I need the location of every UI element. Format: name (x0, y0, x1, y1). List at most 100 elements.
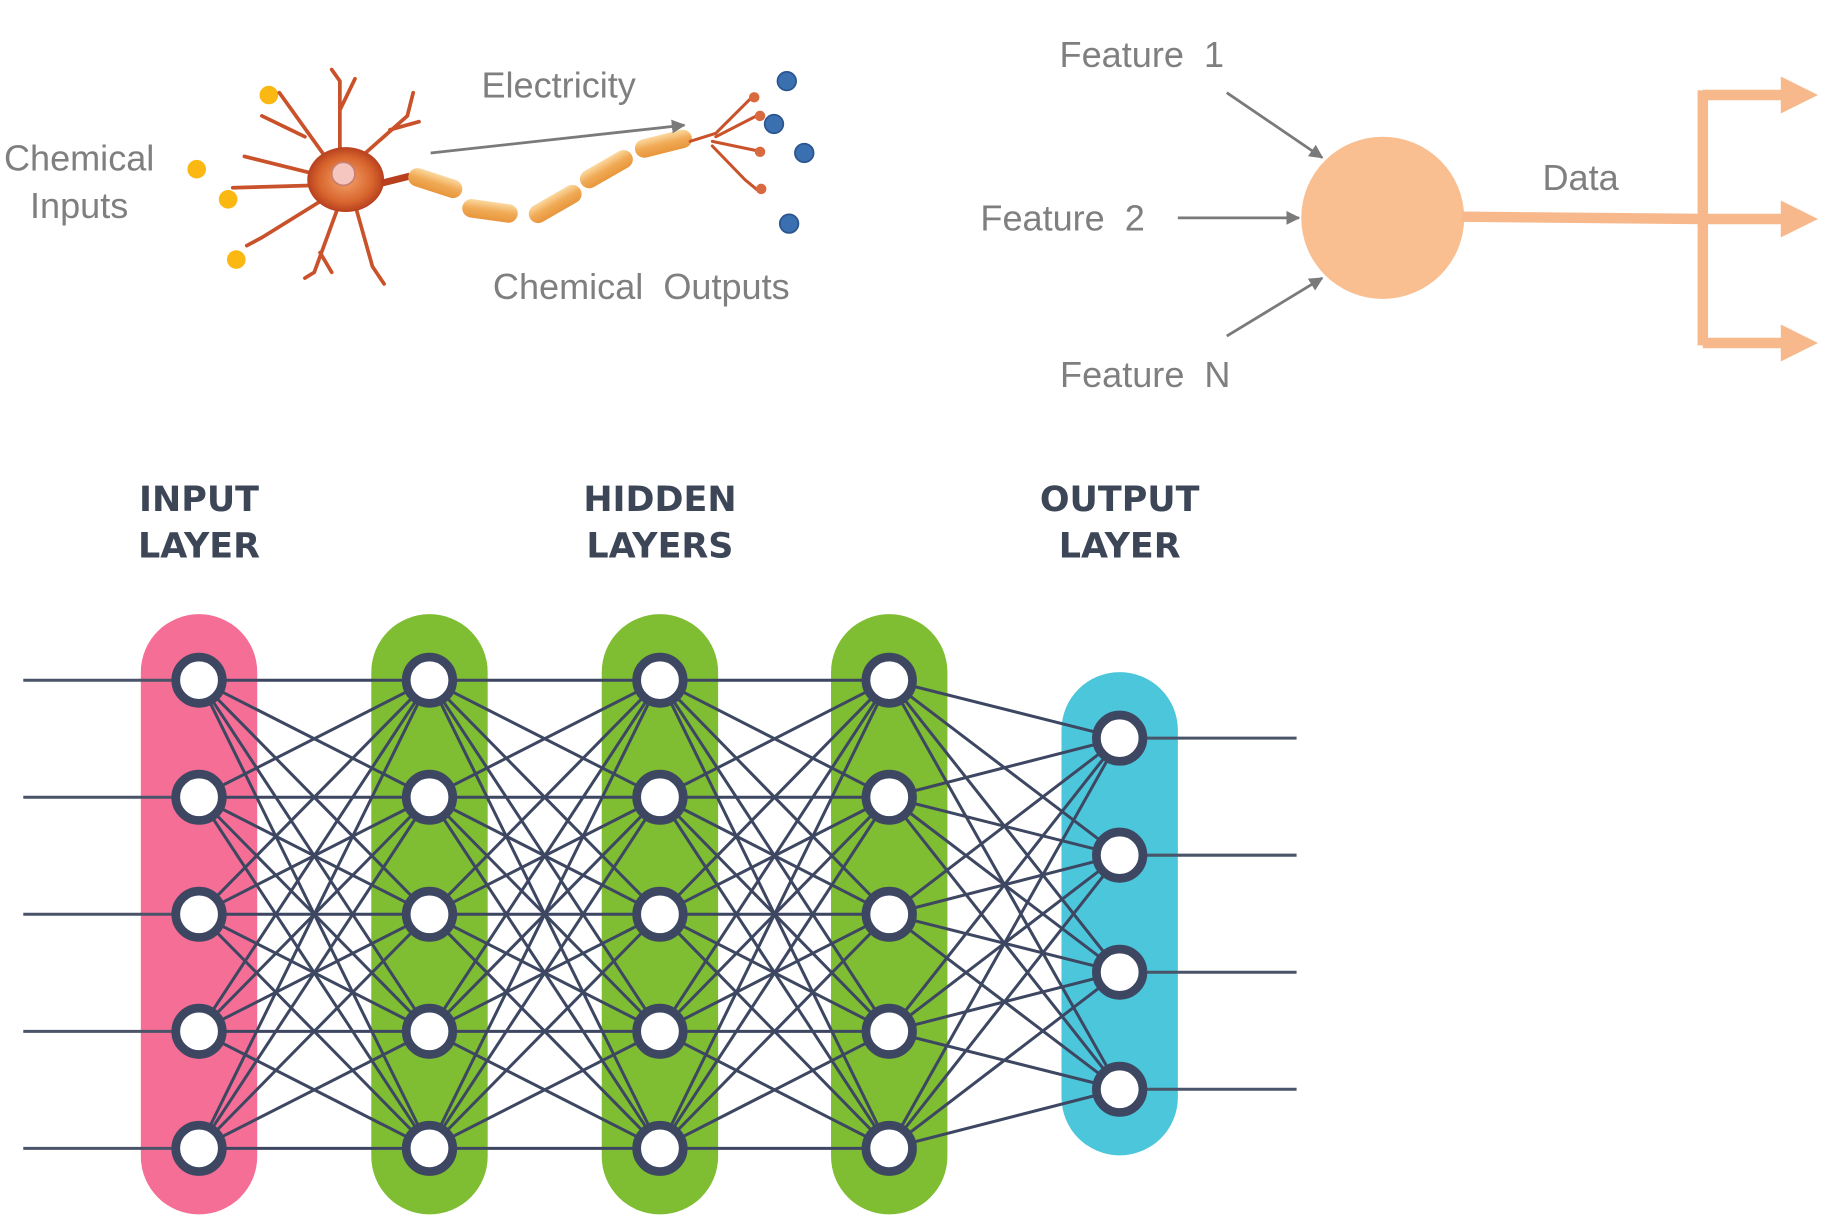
input-dot (218, 190, 238, 209)
output-node (1092, 710, 1148, 766)
connection-edge (198, 678, 431, 799)
chemical-outputs-label: Chemical Outputs (493, 266, 790, 307)
biological-neuron-panel: Chemical Inputs (4, 64, 815, 307)
connection-edge (197, 796, 431, 1150)
output-trunk (1461, 211, 1706, 225)
nodes (171, 652, 1148, 1176)
connection-edge (428, 679, 662, 1150)
myelin-segment (634, 129, 692, 158)
output-layer-title-line2: LAYER (1059, 526, 1181, 566)
input-node (171, 652, 227, 708)
connection-edge (197, 679, 431, 1033)
hidden-node (632, 1120, 688, 1176)
hidden-node (401, 1003, 458, 1059)
connection-edge (888, 1087, 1121, 1150)
connection-edge (428, 679, 662, 916)
terminal-buttons (748, 92, 767, 195)
output-branches (1461, 76, 1819, 362)
arrowhead-icon (1780, 324, 1819, 362)
electricity-arrow (430, 119, 686, 155)
connection-edge (659, 1029, 890, 1150)
input-output-lines (23, 678, 1297, 1150)
arrowhead-icon (1780, 76, 1819, 114)
hidden-node (401, 652, 458, 708)
output-node (1092, 827, 1148, 883)
electricity-label: Electricity (481, 64, 635, 105)
artificial-neuron-node (1301, 136, 1465, 299)
feature-1-label: Feature 1 (1060, 34, 1224, 75)
chemical-inputs-label-line2: Inputs (30, 185, 128, 226)
connection-edge (887, 737, 1121, 1150)
input-dot (226, 250, 246, 269)
hidden-node (632, 652, 688, 708)
connection-edge (428, 913, 662, 1150)
output-dot (778, 213, 800, 234)
hidden-node (632, 886, 688, 942)
feature-2-label: Feature 2 (980, 198, 1144, 239)
output-dot (776, 70, 797, 92)
hidden-node (861, 652, 917, 708)
connection-edge (888, 737, 1121, 1033)
output-node (1092, 1061, 1148, 1117)
input-node (171, 1003, 227, 1059)
connection-edge (428, 679, 662, 1033)
connection-edge (658, 679, 891, 916)
connection-edge (198, 1029, 431, 1150)
connection-edge (888, 736, 1121, 916)
feature-n-label: Feature N (1060, 354, 1230, 395)
connection-edge (197, 679, 431, 916)
connection-edge (658, 679, 891, 1150)
feature-1-arrow (1225, 91, 1324, 159)
connection-edge (197, 679, 431, 1150)
chemical-inputs-label-line1: Chemical (4, 137, 154, 178)
output-dot (794, 142, 815, 164)
nucleus (330, 161, 356, 187)
hidden-node (861, 1120, 917, 1176)
connection-edge (888, 854, 1121, 1150)
input-layer-title-line2: LAYER (138, 526, 260, 566)
connection-edge (888, 678, 1121, 740)
input-layer-title-line1: INPUT (139, 480, 259, 520)
axon-hillock (380, 172, 411, 187)
connection-edge (658, 796, 891, 1150)
neuron-icon (230, 67, 767, 286)
hidden-node (632, 769, 688, 825)
hidden-node (861, 769, 917, 825)
hidden-node (401, 1120, 458, 1176)
feature-n-arrow (1226, 276, 1324, 338)
dendrites (230, 67, 421, 286)
connection-edge (197, 913, 431, 1150)
connection-edge (428, 1029, 661, 1150)
connection-edge (428, 796, 662, 1150)
myelin-segment (462, 199, 518, 223)
connections (197, 678, 1121, 1150)
data-label: Data (1542, 157, 1619, 198)
connection-edge (888, 971, 1121, 1150)
axon-terminals (688, 96, 761, 193)
myelin-segment (528, 184, 582, 224)
connection-edge (658, 913, 891, 1150)
connection-edge (888, 736, 1121, 799)
hidden-layers-title-line2: LAYERS (586, 526, 733, 566)
connection-edge (659, 678, 890, 799)
output-chemical-dots (763, 70, 815, 234)
axon (408, 129, 692, 224)
myelin-segment (579, 150, 633, 189)
output-dot (763, 113, 785, 135)
connection-edge (428, 678, 661, 799)
artificial-neuron-panel: Feature 1 Feature 2 Feature N Data (980, 34, 1819, 395)
output-node (1092, 944, 1148, 1000)
hidden-node (632, 1003, 688, 1059)
hidden-node (401, 769, 458, 825)
input-chemical-dots (187, 85, 279, 269)
arrowhead-icon (1780, 200, 1819, 238)
input-node (171, 769, 227, 825)
connection-edge (658, 679, 891, 1033)
input-dot (187, 159, 207, 179)
hidden-layers-title-line1: HIDDEN (583, 480, 736, 520)
layer-titles: INPUT LAYER HIDDEN LAYERS OUTPUT LAYER (138, 480, 1200, 566)
input-node (171, 1120, 227, 1176)
input-node (171, 886, 227, 942)
hidden-node (861, 1003, 917, 1059)
